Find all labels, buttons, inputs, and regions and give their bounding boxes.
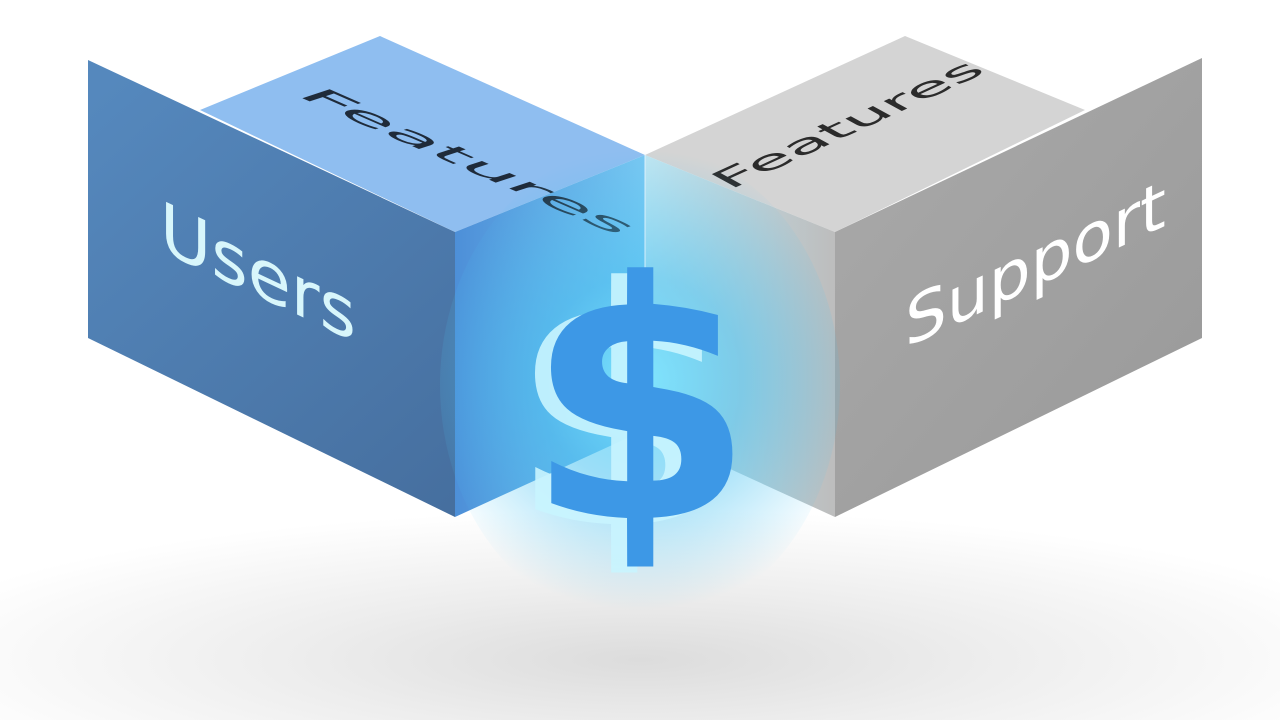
dollar-shadow-icon: $ [509,218,739,602]
left-cube-front-face [88,60,455,517]
center-symbol: $ $ [440,145,840,625]
glow-effect [440,145,840,625]
right-cube-front-face [835,58,1202,517]
dollar-sign-icon: $ [525,212,755,596]
right-cube-top-face [645,36,1085,232]
